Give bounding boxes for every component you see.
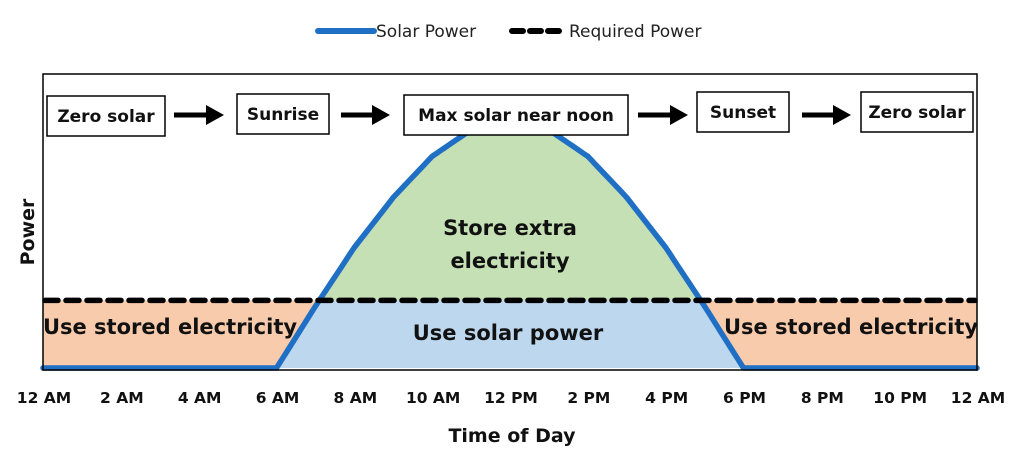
stage-box-max-solar — [403, 94, 629, 136]
region-label-store-extra-2: electricity — [450, 249, 569, 273]
stage-flow: Zero solar Sunrise Max solar near noon S… — [46, 91, 974, 137]
region-label-solar-use: Use solar power — [413, 321, 604, 345]
stage-label-max-solar: Max solar near noon — [418, 106, 614, 126]
stage-box-zero-solar-end — [860, 91, 974, 133]
region-label-stored-right: Use stored electricity — [724, 315, 978, 339]
x-axis-title: Time of Day — [448, 425, 576, 447]
x-tick-label: 6 PM — [723, 389, 766, 407]
stage-label-sunrise: Sunrise — [247, 105, 319, 125]
legend: Solar Power Required Power — [315, 22, 701, 42]
region-label-store-extra-1: Store extra — [443, 216, 577, 240]
arrow-icon — [174, 105, 224, 125]
stage-label-zero-solar-start: Zero solar — [57, 107, 155, 127]
x-tick-label: 6 AM — [256, 389, 300, 407]
y-axis-title: Power — [17, 198, 39, 265]
x-axis-ticks: 12 AM 2 AM 4 AM 6 AM 8 AM 10 AM 12 PM 2 PM 4 PM 6… — [17, 389, 1005, 407]
x-tick-label: 4 AM — [178, 389, 222, 407]
region-label-stored-left: Use stored electricity — [43, 315, 297, 339]
legend-solar-label: Solar Power — [376, 22, 476, 42]
plot-frame — [42, 73, 978, 371]
x-tick-label: 10 PM — [873, 389, 927, 407]
stage-box-sunrise — [236, 93, 330, 135]
x-tick-label: 2 PM — [567, 389, 610, 407]
x-tick-label: 12 AM — [17, 389, 71, 407]
solar-use-region — [43, 300, 977, 368]
x-tick-label: 8 AM — [334, 389, 378, 407]
x-tick-label: 8 PM — [801, 389, 844, 407]
arrow-icon — [638, 105, 688, 125]
stage-label-zero-solar-end: Zero solar — [868, 103, 966, 123]
x-tick-label: 10 AM — [406, 389, 460, 407]
stage-label-sunset: Sunset — [710, 103, 776, 123]
x-tick-label: 12 PM — [484, 389, 538, 407]
arrow-icon — [341, 105, 390, 125]
x-tick-label: 12 AM — [951, 389, 1005, 407]
stage-box-zero-solar-start — [46, 95, 166, 137]
arrow-icon — [802, 105, 851, 125]
extra-electricity-region — [323, 121, 701, 301]
x-tick-label: 4 PM — [645, 389, 688, 407]
legend-required-label: Required Power — [569, 22, 701, 42]
x-tick-label: 2 AM — [100, 389, 144, 407]
stage-box-sunset — [696, 91, 790, 133]
